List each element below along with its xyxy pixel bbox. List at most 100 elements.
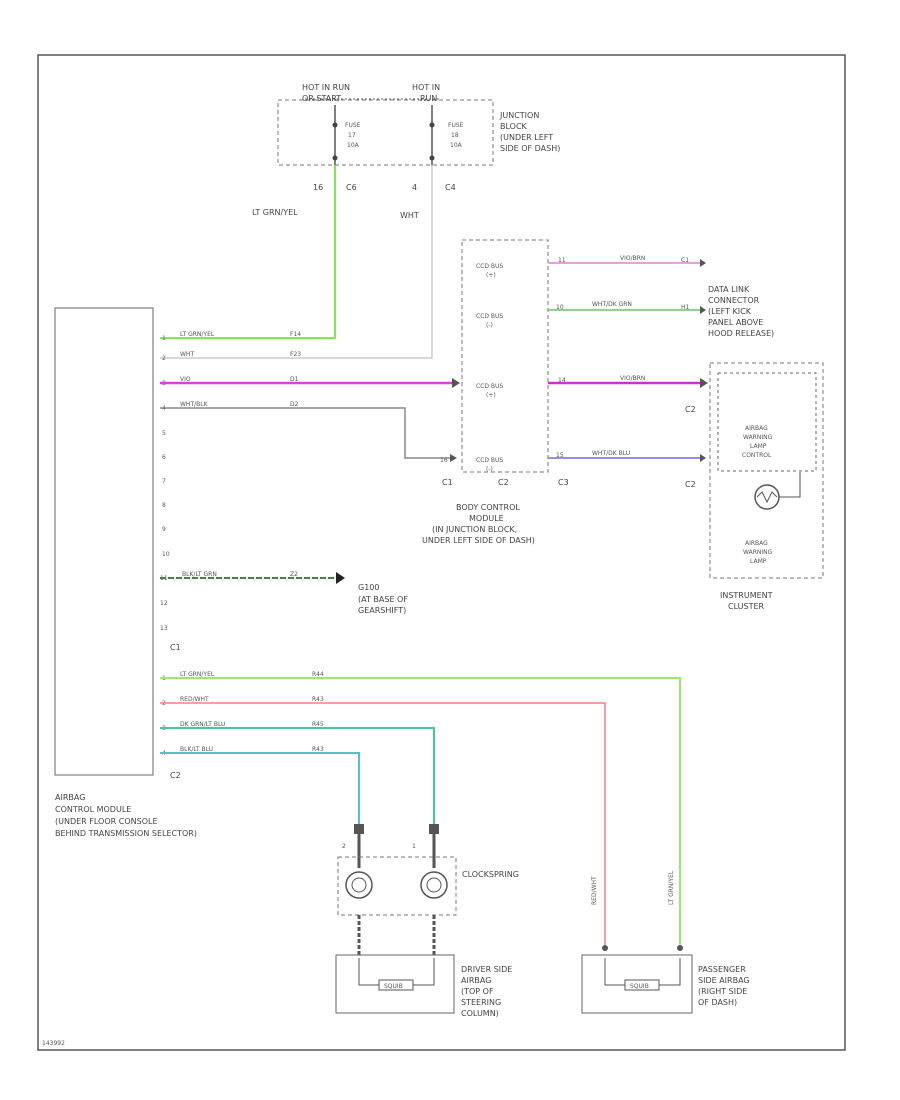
fuse17-bottom-terminal	[332, 155, 338, 161]
wire-wht-blk-d2	[160, 407, 450, 459]
acm-pin: 1	[162, 335, 166, 342]
passenger-wire-right-label: LT GRN/YEL	[668, 870, 675, 905]
acm-name: AIRBAG CONTROL MODULE (UNDER FLOOR CONSO…	[55, 793, 197, 838]
passenger-squib-label: SQUIB	[630, 983, 649, 990]
wire-vio-brn-top-label: VIO/BRN	[620, 255, 645, 262]
fuse18-pin: 4	[412, 183, 417, 192]
driver-squib-label: SQUIB	[384, 983, 403, 990]
wire-blk-lt-blu-r43	[160, 752, 360, 825]
acm-pin: 10	[162, 551, 170, 558]
wire-dk-grn-lt-blu-r45	[160, 727, 435, 825]
bcm-bus1: CCD BUS(+)	[476, 263, 503, 279]
acm-c1-pins: 1 LT GRN/YEL F14 2 WHT F23 3 VIO D1 4 WH…	[160, 331, 301, 652]
acm-pin-circuit: R43	[312, 746, 324, 753]
arrow-d1	[452, 378, 460, 388]
lamp-label: AIRBAG WARNING LAMP	[743, 540, 774, 565]
clockspring-label: CLOCKSPRING	[462, 870, 519, 879]
bus-wires: VIO/BRN WHT/DK GRN VIO/BRN WHT/DK BLU 11…	[548, 255, 708, 462]
warning-lamp-icon	[754, 484, 780, 510]
ground-g100: G100 (AT BASE OF GEARSHIFT)	[336, 572, 408, 615]
acm-pin-color: DK GRN/LT BLU	[180, 721, 225, 728]
acm-pin: 12	[160, 600, 168, 607]
pin-11: 11	[558, 257, 566, 264]
dlc-pin-c1: C1	[681, 257, 689, 264]
clockspring: 2 1 CLOCKSPRING	[337, 824, 519, 955]
acm-pin-color: VIO	[180, 376, 191, 383]
body-control-module: CCD BUS(+) CCD BUS(-) CCD BUS(+) CCD BUS…	[422, 239, 569, 545]
passenger-airbag-name: PASSENGER SIDE AIRBAG (RIGHT SIDE OF DAS…	[698, 965, 752, 1007]
passenger-wire-left-label: RED/WHT	[591, 876, 598, 905]
acm-pin-color: LT GRN/YEL	[180, 331, 215, 338]
driver-airbag-name: DRIVER SIDE AIRBAG (TOP OF STEERING COLU…	[461, 965, 515, 1018]
driver-airbag-box	[335, 954, 455, 1014]
cluster-c2-lower: C2	[685, 480, 696, 489]
wire-lt-grn-yel-f14	[160, 165, 336, 339]
power-wires: LT GRN/YEL WHT	[160, 165, 433, 359]
lamp-wire	[779, 472, 801, 498]
fuse18-label: FUSE 18 10A	[448, 122, 465, 149]
acm-pin-circuit: D2	[290, 401, 299, 408]
wire-lt-grn-yel-label: LT GRN/YEL	[252, 208, 298, 217]
bcm-c1: C1	[442, 478, 453, 487]
ground-icon	[336, 572, 345, 584]
wire-wht-f23	[160, 165, 433, 359]
acm-pin: 7	[162, 478, 166, 485]
wire-vio-brn-mid-label: VIO/BRN	[620, 375, 645, 382]
arrow-cluster1	[700, 378, 708, 388]
acm-pin: 2	[162, 355, 166, 362]
airbag-control-module: 1 LT GRN/YEL F14 2 WHT F23 3 VIO D1 4 WH…	[54, 307, 324, 838]
acm-pin-color: BLK/LT BLU	[180, 746, 213, 753]
acm-pin-circuit: R43	[312, 696, 324, 703]
clockspring-pin2: 2	[342, 843, 346, 850]
arrow-d2	[450, 454, 457, 462]
bcm-bus2: CCD BUS(-)	[476, 313, 503, 329]
bcm-bus4: CCD BUS(-)	[476, 457, 503, 473]
hot-right-label: HOT IN	[412, 83, 440, 92]
dlc-name: DATA LINK CONNECTOR (LEFT KICK PANEL ABO…	[708, 285, 774, 338]
cluster-name: INSTRUMENT CLUSTER	[720, 591, 775, 611]
acm-pin-circuit: R44	[312, 671, 324, 678]
clockspring-connector-r	[429, 824, 439, 834]
acm-pin-color: LT GRN/YEL	[180, 671, 215, 678]
cluster-control-label: AIRBAG WARNING LAMP CONTROL	[742, 425, 774, 459]
arrow-dlc1	[700, 259, 706, 267]
clockspring-outline	[337, 856, 457, 916]
cluster-control-box	[717, 372, 817, 472]
passenger-terminal-r	[677, 945, 683, 951]
fuse18-connector: C4	[445, 183, 456, 192]
junction-block-fuses: HOT IN RUN OR START HOT IN RUN FUSE 17 1…	[277, 83, 560, 192]
pin-15: 15	[556, 452, 564, 459]
dlc-pin-h1: H1	[681, 304, 690, 311]
clockspring-coil-left	[345, 871, 373, 899]
fuse17-connector: C6	[346, 183, 357, 192]
bcm-c1-pin: 16	[440, 457, 448, 464]
acm-c1-label: C1	[170, 643, 181, 652]
fuse17-label: FUSE 17 10A	[345, 122, 362, 149]
wire-lt-grn-yel-r44	[160, 677, 681, 945]
acm-pin-color: BLK/LT GRN	[182, 571, 217, 578]
acm-pin: 13	[160, 625, 168, 632]
passenger-airbag-box	[581, 954, 693, 1014]
junction-block-outline	[277, 99, 494, 166]
instrument-cluster: C2 C2 AIRBAG WARNING LAMP CONTROL AIRBAG…	[685, 362, 824, 611]
clockspring-coil-right-inner	[426, 877, 442, 893]
clockspring-pin1: 1	[412, 843, 416, 850]
acm-pin: 9	[162, 526, 166, 533]
diagram-id: 143992	[42, 1040, 65, 1047]
passenger-squib	[624, 979, 660, 991]
acm-pin: 5	[162, 430, 166, 437]
hot-left-label: HOT IN RUN	[302, 83, 350, 92]
acm-body	[54, 307, 154, 776]
bcm-bus3: CCD BUS(+)	[476, 383, 503, 399]
wire-wht-dk-blu-label: WHT/DK BLU	[592, 450, 630, 457]
fuse18-bottom-terminal	[429, 155, 435, 161]
diagram-frame	[37, 54, 846, 1051]
acm-c2-pins: 1 LT GRN/YEL R44 2 RED/WHT R43 3 DK GRN/…	[162, 671, 324, 780]
lamp-filament	[756, 491, 778, 504]
acm-pin-circuit: Z2	[290, 571, 298, 578]
arrow-cluster2	[700, 454, 706, 462]
fuse17-top-terminal	[332, 122, 338, 128]
arrow-dlc2	[700, 306, 706, 314]
ground-name: G100	[358, 583, 379, 592]
